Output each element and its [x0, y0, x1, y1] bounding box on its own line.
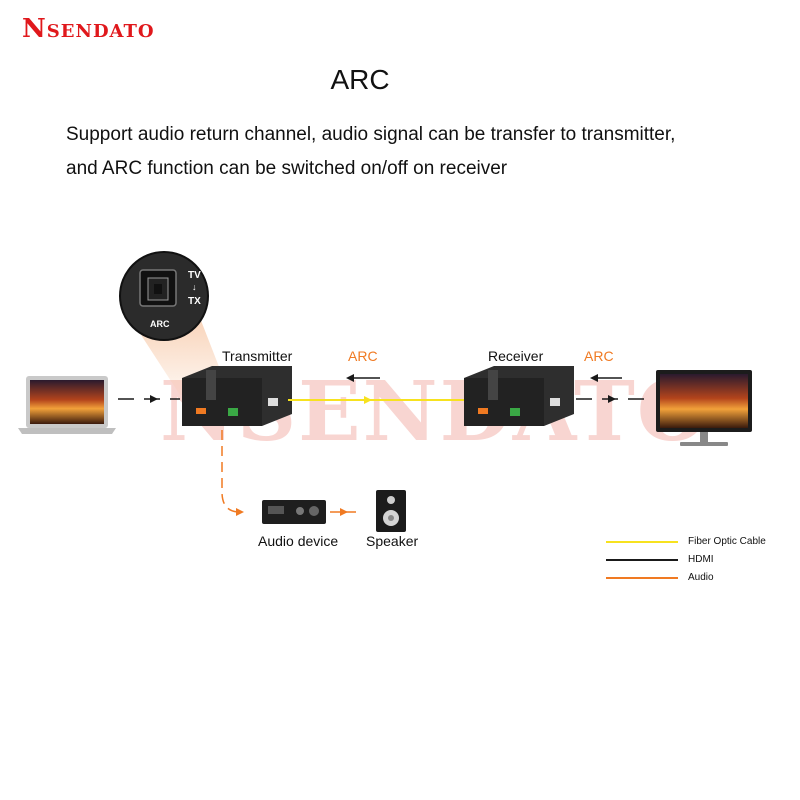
hdmi-arrow-1 — [150, 395, 158, 403]
speaker-icon — [376, 490, 406, 532]
brand-logo: Nsendato — [22, 14, 155, 44]
inset-tv-label: TV — [188, 270, 201, 281]
arc-label-right: ARC — [584, 348, 614, 364]
receiver-label: Receiver — [488, 348, 544, 364]
page-title: ARC — [330, 64, 390, 95]
arc-arrow-left — [346, 374, 380, 382]
arc-label-left: ARC — [348, 348, 378, 364]
laptop-icon — [18, 376, 116, 434]
description-line-2: and ARC function can be switched on/off … — [66, 158, 508, 179]
inset-arrow: ↓ — [192, 282, 197, 292]
legend-fiber-label: Fiber Optic Cable — [688, 536, 766, 547]
description-line-1: Support audio return channel, audio sign… — [66, 124, 676, 145]
audio-device-icon — [262, 500, 326, 524]
audio-device-label: Audio device — [258, 533, 339, 549]
receiver-device — [464, 366, 574, 426]
arc-port-inset — [119, 251, 209, 341]
speaker-label: Speaker — [366, 533, 419, 549]
legend-audio-label: Audio — [688, 572, 714, 583]
fiber-arrow — [364, 396, 372, 404]
transmitter-label: Transmitter — [222, 348, 293, 364]
description: Support audio return channel, audio sign… — [66, 118, 766, 186]
inset-tx-label: TX — [188, 296, 201, 307]
audio-arrow-1 — [236, 508, 244, 516]
hdmi-arrow-2 — [608, 395, 616, 403]
audio-arrow-2 — [340, 508, 348, 516]
transmitter-device — [182, 366, 292, 426]
inset-port-label: ARC — [150, 319, 170, 329]
audio-line-down — [221, 430, 241, 513]
arc-arrow-right — [590, 374, 622, 382]
legend-hdmi-label: HDMI — [688, 554, 714, 565]
monitor-icon — [656, 370, 752, 446]
